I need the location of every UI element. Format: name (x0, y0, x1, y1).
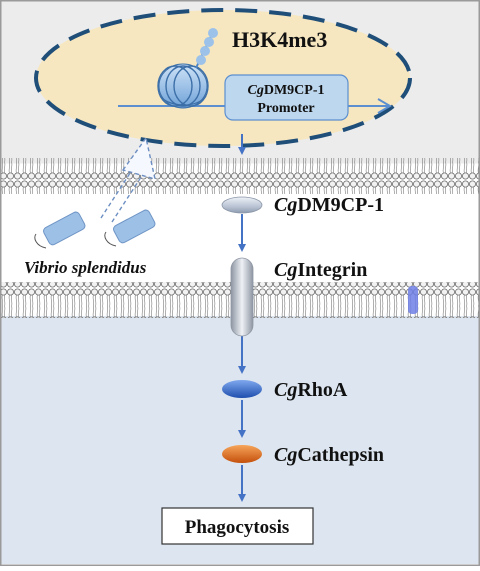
integrin-name: Integrin (297, 259, 368, 281)
dm9cp-name: DM9CP-1 (297, 194, 384, 216)
rhoa-prefix: Cg (274, 379, 298, 401)
cathepsin-label: CgCathepsin (274, 445, 384, 465)
rhoa-label: CgRhoA (274, 380, 347, 400)
phagocytosis-box (161, 507, 314, 545)
histone-methyl-mark-icon (195, 28, 218, 69)
dm9cp-protein (221, 196, 263, 214)
integrin-prefix: Cg (274, 259, 298, 281)
promoter-gene-name: DM9CP-1 (264, 83, 325, 98)
dm9cp-label: CgDM9CP-1 (274, 195, 384, 215)
rhoa-name: RhoA (297, 379, 348, 401)
cathepsin-protein (222, 445, 262, 463)
promoter-box (224, 74, 349, 121)
cathepsin-prefix: Cg (274, 444, 298, 466)
cathepsin-name: Cathepsin (297, 444, 385, 466)
promoter-gene-text: CgDM9CP-1 (248, 83, 325, 98)
bacteria-signal-arrow (100, 136, 156, 223)
membrane-protein (408, 286, 418, 314)
promoter-line2: Promoter (257, 101, 314, 116)
nucleus (34, 8, 412, 148)
rhoa-protein (222, 380, 262, 398)
histone-mark-label: H3K4me3 (232, 27, 328, 52)
nucleosome-icon (157, 63, 209, 109)
integrin-label: CgIntegrin (274, 260, 367, 280)
nuclear-membrane (1, 158, 479, 194)
bacteria-name: Vibrio splendidus (24, 258, 147, 277)
promoter-gene-prefix: Cg (248, 83, 264, 98)
bacteria-label: Vibrio splendidus (24, 259, 146, 276)
bacterium-icon (34, 211, 86, 249)
bacterium-icon (104, 209, 156, 247)
transcription-arrowhead (377, 98, 392, 114)
dm9cp-prefix: Cg (274, 194, 298, 216)
integrin-receptor (230, 257, 254, 337)
phagocytosis-label: Phagocytosis (185, 517, 290, 538)
